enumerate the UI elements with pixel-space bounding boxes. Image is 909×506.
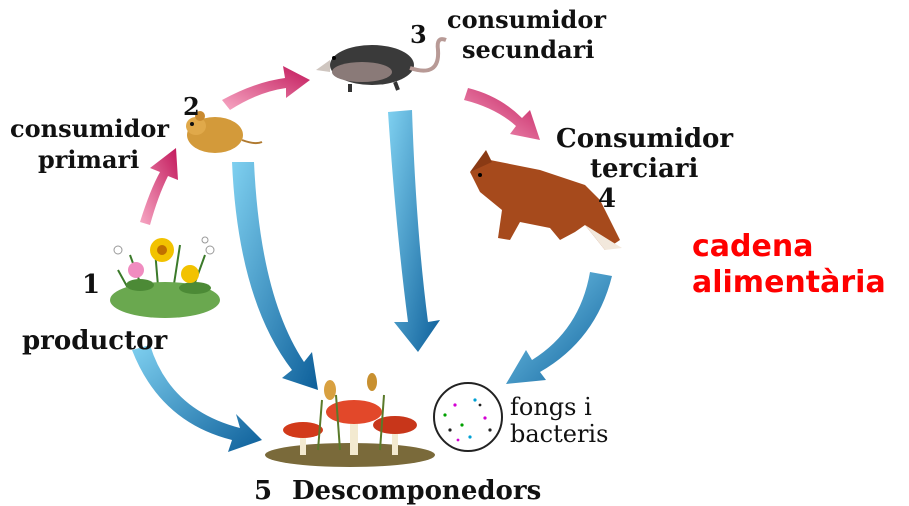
- diagram-title-line2: alimentària: [692, 265, 886, 300]
- opossum-illustration: [316, 37, 447, 92]
- microbes-illustration: [433, 382, 503, 452]
- node-number-producer: 1: [82, 270, 101, 300]
- arrow-producer-to-decomposers: [132, 345, 262, 452]
- label-microbes-line1: fongs i: [510, 393, 592, 421]
- label-primary-line1: consumidor: [10, 114, 169, 143]
- label-secondary-line2: secundari: [462, 35, 595, 64]
- blue-arrows: [132, 110, 612, 452]
- node-number-primary: 2: [183, 92, 200, 121]
- pink-arrows: [140, 66, 540, 225]
- arrow-producer-to-primary: [140, 148, 178, 225]
- label-decomposers-number: 5: [254, 476, 273, 506]
- producer-plant-illustration: [110, 236, 220, 318]
- label-secondary-line1: consumidor: [447, 5, 606, 34]
- label-tertiary-line2: terciari: [590, 154, 699, 184]
- label-primary-line2: primari: [38, 145, 140, 174]
- arrow-secondary-to-decomposers: [388, 110, 440, 352]
- mushrooms-illustration: [265, 373, 435, 467]
- label-decomposers: Descomponedors: [292, 476, 542, 506]
- arrow-primary-to-secondary: [222, 66, 310, 110]
- label-tertiary-line1: Consumidor: [556, 124, 734, 154]
- node-number-secondary: 3: [410, 20, 427, 49]
- arrow-tertiary-to-decomposers: [506, 272, 612, 384]
- label-microbes-line2: bacteris: [510, 420, 609, 448]
- mouse-illustration: [186, 111, 263, 153]
- label-producer: productor: [22, 326, 168, 356]
- arrow-secondary-to-tertiary: [464, 88, 540, 140]
- node-number-tertiary: 4: [598, 184, 617, 214]
- arrow-primary-to-decomposers: [232, 162, 318, 390]
- fox-illustration: [470, 150, 622, 250]
- diagram-title-line1: cadena: [692, 229, 814, 264]
